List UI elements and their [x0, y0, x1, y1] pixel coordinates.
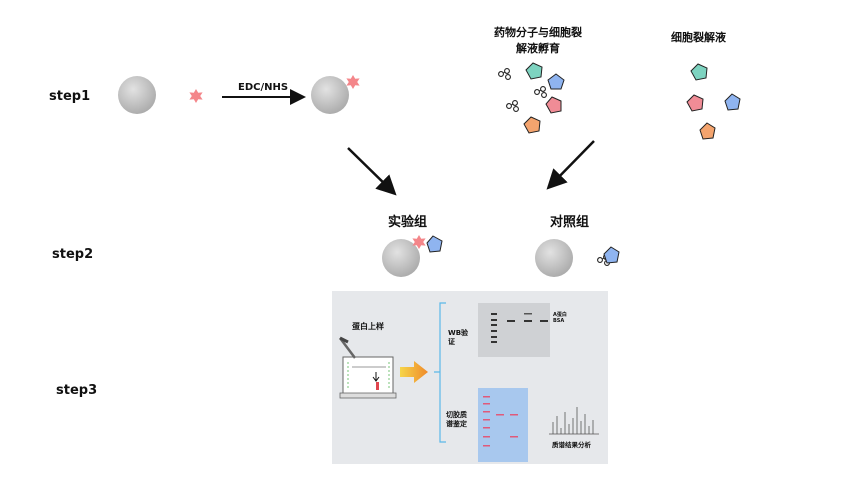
step2-label: step2 — [52, 247, 94, 262]
reagent-label: EDC/NHS — [238, 82, 289, 93]
protein-loading-label: 蛋白上样 — [352, 322, 384, 331]
conjugated-drug — [346, 75, 360, 89]
step3-label: step3 — [56, 383, 98, 398]
excision-label: 切胶质 谱鉴定 — [446, 411, 467, 429]
branch-bracket — [434, 302, 446, 443]
magnetic-bead — [118, 76, 156, 114]
excision-label-line1: 切胶质 — [446, 411, 467, 419]
control-protein — [603, 246, 620, 264]
incubation-label-line1: 药物分子与细胞裂 — [494, 26, 582, 39]
bead-drug-conjugate — [311, 76, 349, 114]
arrow-to-experimental — [347, 147, 397, 196]
control-bead — [535, 239, 573, 277]
lysate-label: 细胞裂解液 — [671, 31, 726, 44]
sds-gel — [478, 388, 528, 462]
experimental-group-label: 实验组 — [388, 215, 428, 230]
incubation-mixture — [498, 62, 565, 134]
cell-lysate-proteins — [686, 63, 741, 140]
drug-molecule — [189, 89, 203, 103]
process-arrow — [400, 361, 428, 383]
bound-target-protein — [426, 235, 443, 253]
gel-lane-label-1: A蛋白 — [553, 312, 567, 318]
incubation-label-line2: 解液孵育 — [516, 42, 560, 55]
arrow-to-control — [546, 140, 595, 190]
experimental-bead — [382, 239, 420, 277]
control-group-label: 对照组 — [550, 215, 590, 230]
gel-lane-label-2: BSA — [553, 318, 565, 324]
wb-label-line2: 证 — [448, 338, 455, 346]
ms-label: 质谱结果分析 — [552, 441, 591, 449]
wb-label: WB验 证 — [448, 329, 468, 347]
step1-label: step1 — [49, 89, 91, 104]
excision-label-line2: 谱鉴定 — [446, 420, 467, 428]
wb-label-line1: WB验 — [448, 329, 469, 337]
incubation-label: 药物分子与细胞裂 解液孵育 — [478, 24, 598, 56]
western-blot — [478, 303, 550, 357]
mass-spectrum — [549, 407, 599, 435]
gel-lane-labels: A蛋白 BSA — [553, 312, 567, 324]
electrophoresis-tank — [339, 336, 397, 399]
